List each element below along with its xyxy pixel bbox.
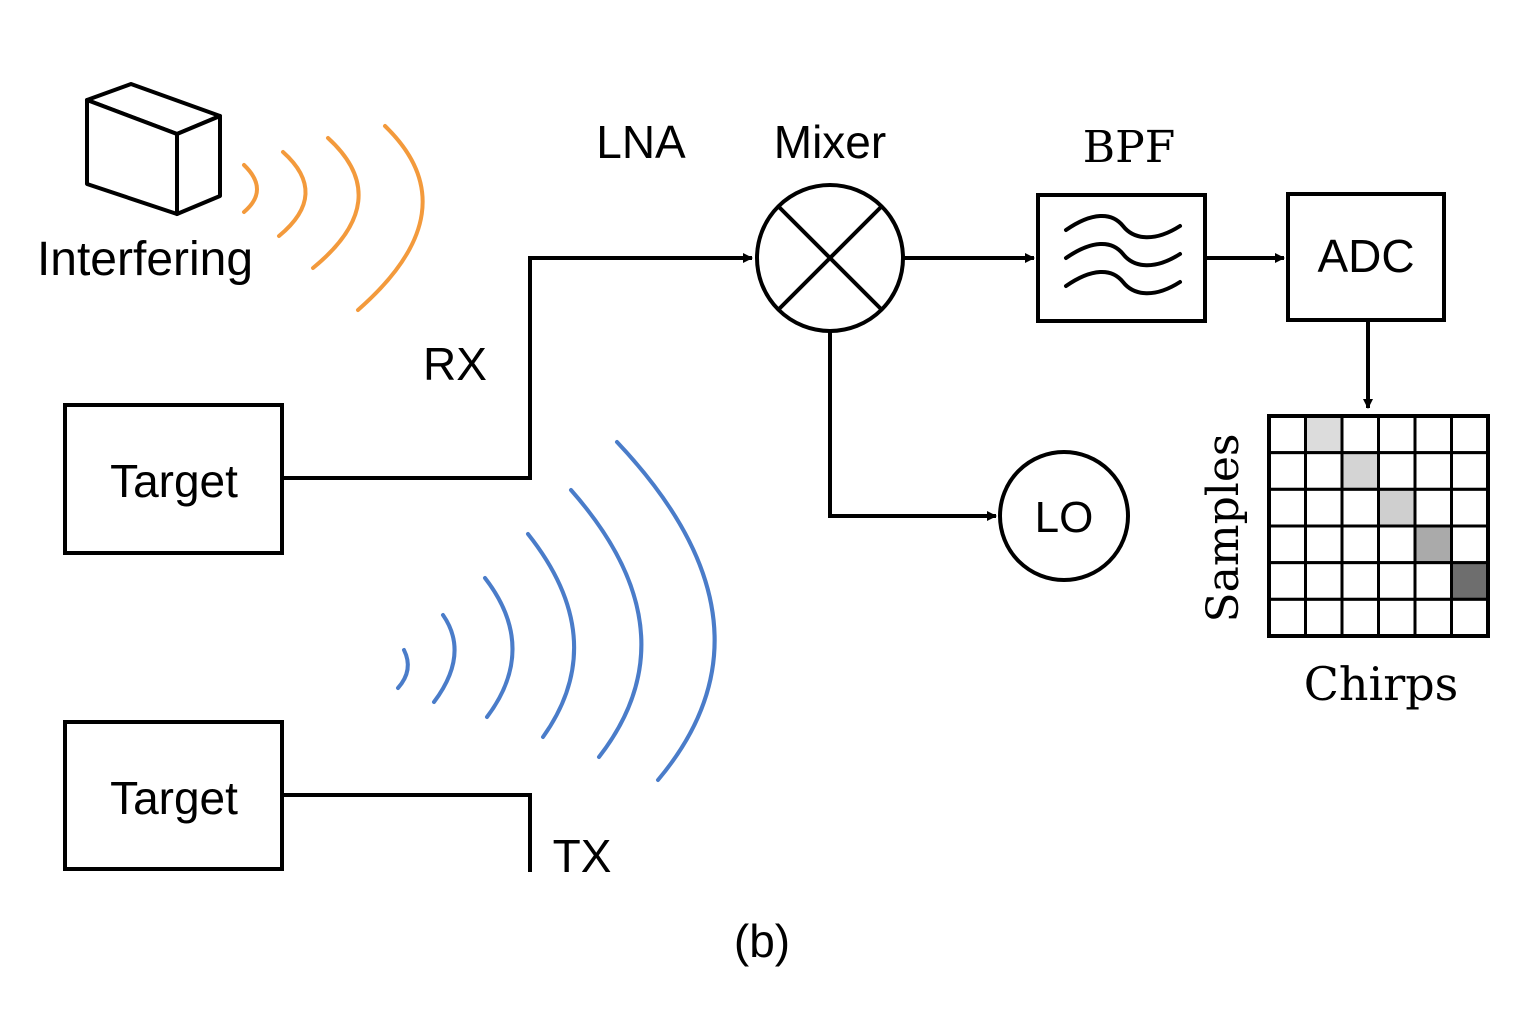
matrix-cell: [1413, 487, 1453, 528]
box-3d-icon: [85, 82, 222, 216]
matrix-cell: [1267, 414, 1307, 455]
tx-arc-3: [483, 576, 515, 719]
figure-caption: (b): [734, 915, 790, 967]
matrix-cell: [1340, 414, 1380, 455]
matrix-cell: [1340, 451, 1380, 491]
matrix-cell: [1340, 524, 1380, 565]
tx-wave-arcs: [396, 440, 717, 782]
target-box-bottom: [63, 720, 284, 871]
mixer-label: Mixer: [774, 116, 886, 168]
matrix-cell: [1340, 561, 1380, 601]
bpf-box: [1036, 193, 1207, 323]
matrix-cell: [1413, 561, 1453, 601]
matrix-border: [1267, 414, 1490, 638]
samples-axis-label: Samples: [1198, 434, 1249, 623]
interfering-arc-1: [242, 163, 259, 214]
matrix-cell: [1377, 451, 1417, 491]
interfering-label: Interfering: [37, 233, 253, 286]
matrix-cell: [1304, 487, 1344, 528]
rx-label: RX: [423, 338, 487, 390]
matrix-cell: [1267, 487, 1307, 528]
matrix-cell: [1450, 487, 1490, 528]
interfering-arc-2: [277, 150, 308, 238]
target-box-top: [63, 403, 284, 555]
matrix-cell: [1267, 451, 1307, 491]
interfering-wave-arcs: [242, 124, 425, 312]
interfering-arc-4: [356, 124, 425, 312]
tx-arc-2: [432, 613, 457, 704]
target-label-top: Target: [110, 455, 238, 507]
matrix-cell: [1304, 561, 1344, 601]
tx-arc-4: [526, 532, 577, 739]
matrix-cell: [1450, 597, 1490, 638]
matrix-cell: [1450, 524, 1490, 565]
matrix-cell: [1267, 597, 1307, 638]
matrix-cell: [1377, 524, 1417, 565]
tx-arc-6: [615, 440, 717, 782]
matrix-cell: [1377, 487, 1417, 528]
adc-label: ADC: [1317, 230, 1414, 282]
matrix-cell: [1377, 561, 1417, 601]
matrix-cell: [1304, 451, 1344, 491]
tx-line: [282, 793, 532, 872]
matrix-cell: [1267, 524, 1307, 565]
matrix-cell: [1413, 414, 1453, 455]
tx-arc-1: [396, 648, 410, 690]
matrix-cell: [1413, 524, 1453, 565]
bandpass-wave-icon: [1064, 213, 1182, 296]
lna-label: LNA: [596, 116, 686, 168]
rx-line: [282, 253, 753, 480]
matrix-cell: [1413, 451, 1453, 491]
matrix-cell: [1340, 487, 1380, 528]
matrix-cell: [1267, 561, 1307, 601]
matrix-cell: [1340, 597, 1380, 638]
lo-circle: [998, 450, 1130, 582]
matrix-cell: [1304, 524, 1344, 565]
matrix-cell: [1450, 451, 1490, 491]
target-label-bottom: Target: [110, 772, 238, 824]
mixer-to-lo-line: [828, 331, 997, 521]
bpf-label: BPF: [1083, 122, 1175, 173]
mixer-x-circle-icon: [755, 183, 905, 333]
matrix-cell: [1413, 597, 1453, 638]
matrix-cell: [1377, 414, 1417, 455]
matrix-cell: [1304, 597, 1344, 638]
chirps-axis-label: Chirps: [1304, 657, 1459, 711]
interfering-arc-3: [311, 136, 361, 270]
matrix-cell: [1450, 561, 1490, 601]
samples-chirps-matrix: [1267, 414, 1490, 638]
tx-label: TX: [553, 830, 612, 882]
tx-arc-5: [569, 488, 644, 759]
matrix-cell: [1450, 414, 1490, 455]
lo-label: LO: [1035, 493, 1094, 542]
matrix-cell: [1377, 597, 1417, 638]
matrix-cell: [1304, 414, 1344, 455]
